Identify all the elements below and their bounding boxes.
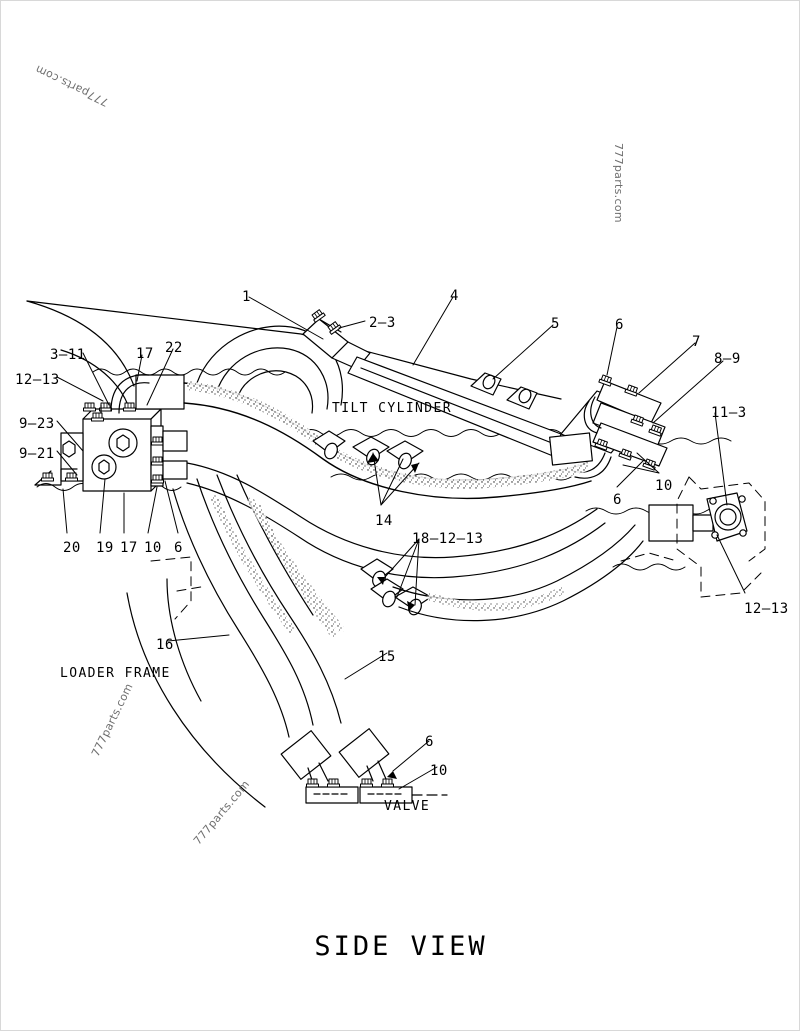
callout-number: 1	[242, 289, 251, 305]
callout-number: 22	[165, 340, 183, 356]
callout-number: 9–21	[19, 446, 55, 462]
callout-number: 9–23	[19, 416, 55, 432]
caption-label: TILT CYLINDER	[332, 401, 452, 416]
callout-number: 3–11	[50, 347, 86, 363]
callout-number: 15	[378, 649, 396, 665]
callout-number: 4	[450, 288, 459, 304]
callout-number: 10	[144, 540, 162, 556]
callout-number: 10	[655, 478, 673, 494]
callout-number: 19	[96, 540, 114, 556]
valve-assembly	[280, 728, 448, 804]
manifold-block-assembly	[34, 374, 188, 492]
callout-number: 17	[120, 540, 138, 556]
caption-label: VALVE	[384, 799, 431, 814]
callout-number: 6	[613, 492, 622, 508]
frame-contour-lines	[126, 578, 266, 808]
callout-number: 7	[692, 334, 701, 350]
phantom-frame-outlines	[150, 476, 766, 620]
callout-number: 20	[63, 540, 81, 556]
tilt-cylinder-assembly	[302, 308, 668, 479]
watermark-top-right: 777parts.com	[612, 143, 625, 223]
callout-number: 2–3	[369, 315, 396, 331]
callout-number: 6	[425, 734, 434, 750]
callout-number: 5	[551, 316, 560, 332]
callout-number: 11–3	[711, 405, 747, 421]
callout-number: 6	[615, 317, 624, 333]
callout-number: 17	[136, 346, 154, 362]
hydraulic-hoses	[172, 381, 644, 738]
view-title: SIDE VIEW	[314, 931, 488, 962]
loader-arm-outline	[26, 300, 562, 414]
callout-number: 12–13	[15, 372, 60, 388]
callout-number: 16	[156, 637, 174, 653]
callout-number: 18–12–13	[412, 531, 484, 547]
leader-lines	[56, 296, 746, 790]
arrowheads	[367, 453, 419, 779]
callout-number: 10	[430, 763, 448, 779]
right-flange-assembly	[648, 492, 748, 542]
callout-number: 6	[174, 540, 183, 556]
caption-label: LOADER FRAME	[60, 666, 171, 681]
callout-number: 12–13	[744, 601, 789, 617]
callout-number: 14	[375, 513, 393, 529]
callout-number: 8–9	[714, 351, 741, 367]
